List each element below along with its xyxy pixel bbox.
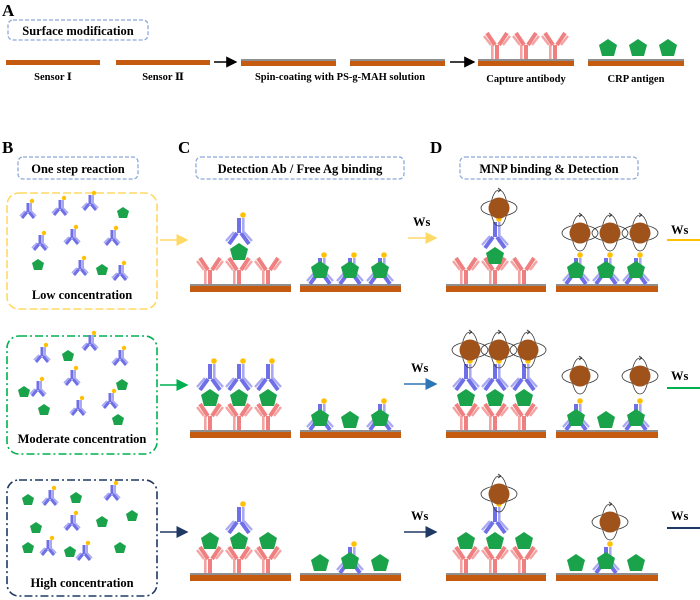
- panel-label-c: C: [178, 138, 190, 157]
- moderate-c-sensor-2: [300, 432, 401, 438]
- high-c-sensor-1: [190, 575, 291, 581]
- high-free-particles: [22, 479, 138, 562]
- moderate-reaction-box: [6, 335, 158, 455]
- sensor-1-bar: [6, 60, 100, 65]
- coated-sensor-1: [241, 61, 336, 66]
- moderate-wash-label-1: Ws: [411, 361, 429, 375]
- high-c-sensor-2: [300, 575, 401, 581]
- panel-label-a: A: [2, 1, 15, 20]
- coated-sensor-2: [350, 61, 445, 66]
- moderate-d-sensor-1: [446, 432, 546, 438]
- capture-antibody-label: Capture antibody: [486, 74, 566, 85]
- low-d-sensor-1: [446, 286, 546, 292]
- one-step-title: One step reaction: [31, 162, 125, 176]
- spin-coating-label: Spin-coating with PS-g-MAH solution: [255, 72, 425, 83]
- moderate-c-sensor-1: [190, 432, 291, 438]
- panel-label-b: B: [2, 138, 13, 157]
- high-wash-label-2: Ws: [671, 509, 689, 523]
- high-concentration-label: High concentration: [30, 576, 133, 590]
- sensor-1-label: Sensor Ⅰ: [34, 72, 72, 83]
- low-reaction-box: [6, 192, 158, 310]
- moderate-concentration-label: Moderate concentration: [18, 432, 147, 446]
- moderate-free-particles: [18, 329, 130, 425]
- sensor-2-bar: [116, 60, 210, 65]
- high-d-sensor-1: [446, 575, 546, 581]
- moderate-d-sensor-2: [556, 432, 658, 438]
- moderate-wash-label-2: Ws: [671, 369, 689, 383]
- surface-title: Surface modification: [22, 24, 133, 38]
- high-wash-label-1: Ws: [411, 509, 429, 523]
- low-free-particles: [18, 189, 130, 282]
- low-c-sensor-1: [190, 286, 291, 292]
- crp-sensor: [588, 61, 684, 66]
- mnp-title-box: [459, 156, 639, 180]
- low-wash-label-2: Ws: [671, 223, 689, 237]
- sensor-2-label: Sensor Ⅱ: [142, 72, 184, 83]
- low-concentration-label: Low concentration: [32, 288, 132, 302]
- mnp-title: MNP binding & Detection: [479, 162, 618, 176]
- low-d-sensor-2: [556, 286, 658, 292]
- low-wash-label-1: Ws: [413, 215, 431, 229]
- one-step-title-box: [17, 156, 139, 180]
- surface-title-box: [7, 19, 149, 41]
- low-c-sensor-2: [300, 286, 401, 292]
- high-d-sensor-2: [556, 575, 658, 581]
- detection-title-box: [195, 156, 405, 180]
- capture-sensor: [478, 61, 574, 66]
- crp-antigen-label: CRP antigen: [608, 74, 665, 85]
- detection-title: Detection Ab / Free Ag binding: [218, 162, 383, 176]
- panel-label-d: D: [430, 138, 442, 157]
